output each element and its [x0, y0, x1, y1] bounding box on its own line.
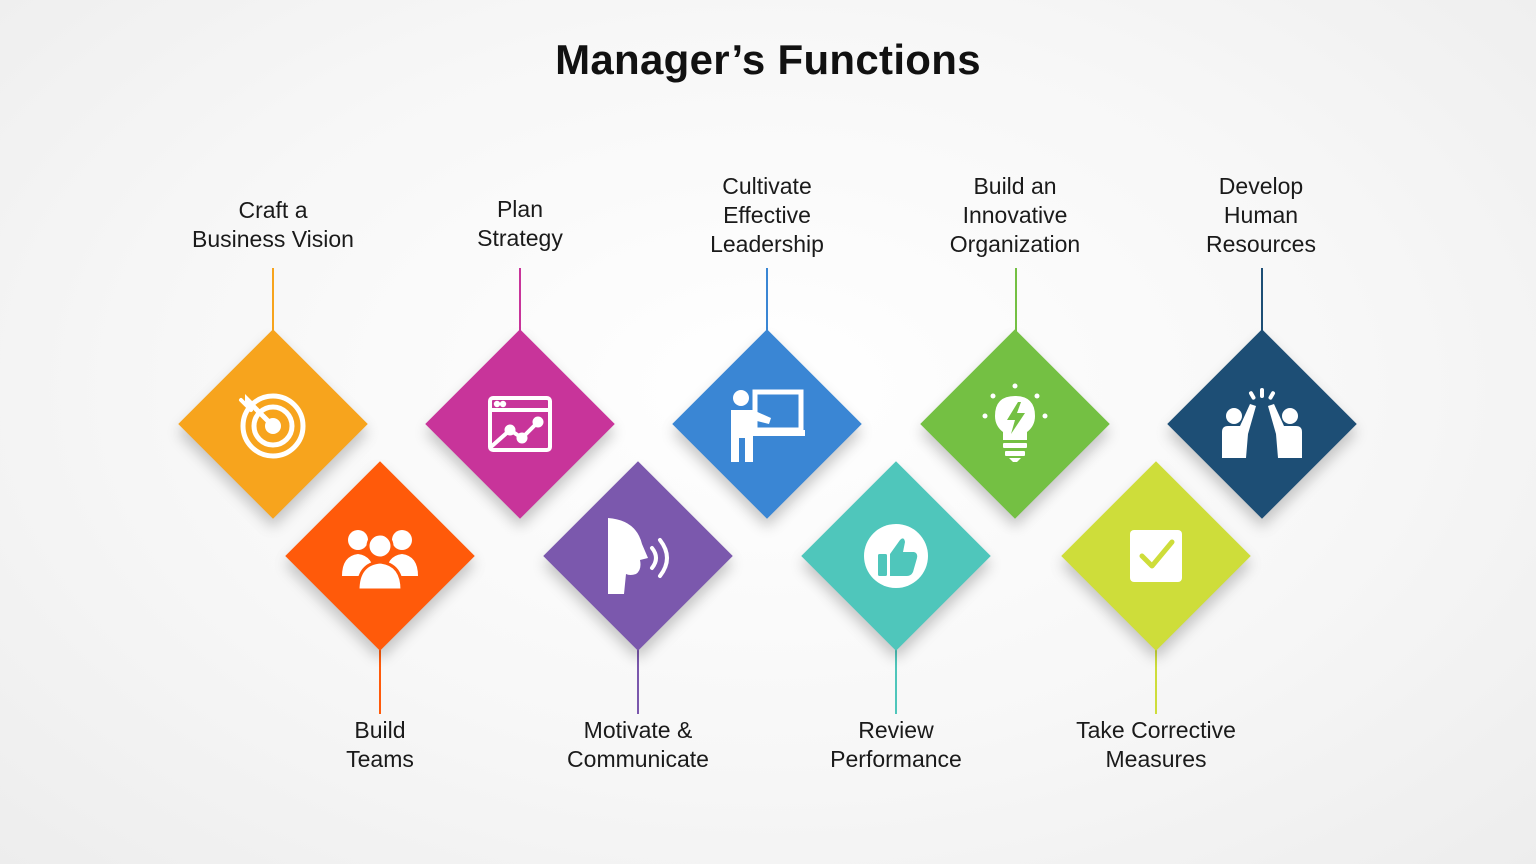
connector-strategy: [519, 268, 521, 332]
connector-corrective: [1155, 646, 1157, 714]
presenter-board-icon: [725, 382, 809, 466]
page-title: Manager’s Functions: [555, 36, 981, 83]
thumbs-up-icon: [854, 514, 938, 598]
connector-teams: [379, 646, 381, 714]
connector-performance: [895, 646, 897, 714]
high-five-icon: [1220, 382, 1304, 466]
team-icon: [338, 514, 422, 598]
connector-motivate: [637, 646, 639, 714]
connector-human-resources: [1261, 268, 1263, 332]
checkbox-icon: [1114, 514, 1198, 598]
label-motivate-communicate: Motivate &Communicate: [567, 717, 709, 772]
speaking-head-icon: [596, 514, 680, 598]
connector-innovation: [1015, 268, 1017, 332]
target-icon: [231, 382, 315, 466]
strategy-chart-icon: [478, 382, 562, 466]
connector-vision: [272, 268, 274, 332]
lightbulb-icon: [973, 382, 1057, 466]
connector-leadership: [766, 268, 768, 332]
